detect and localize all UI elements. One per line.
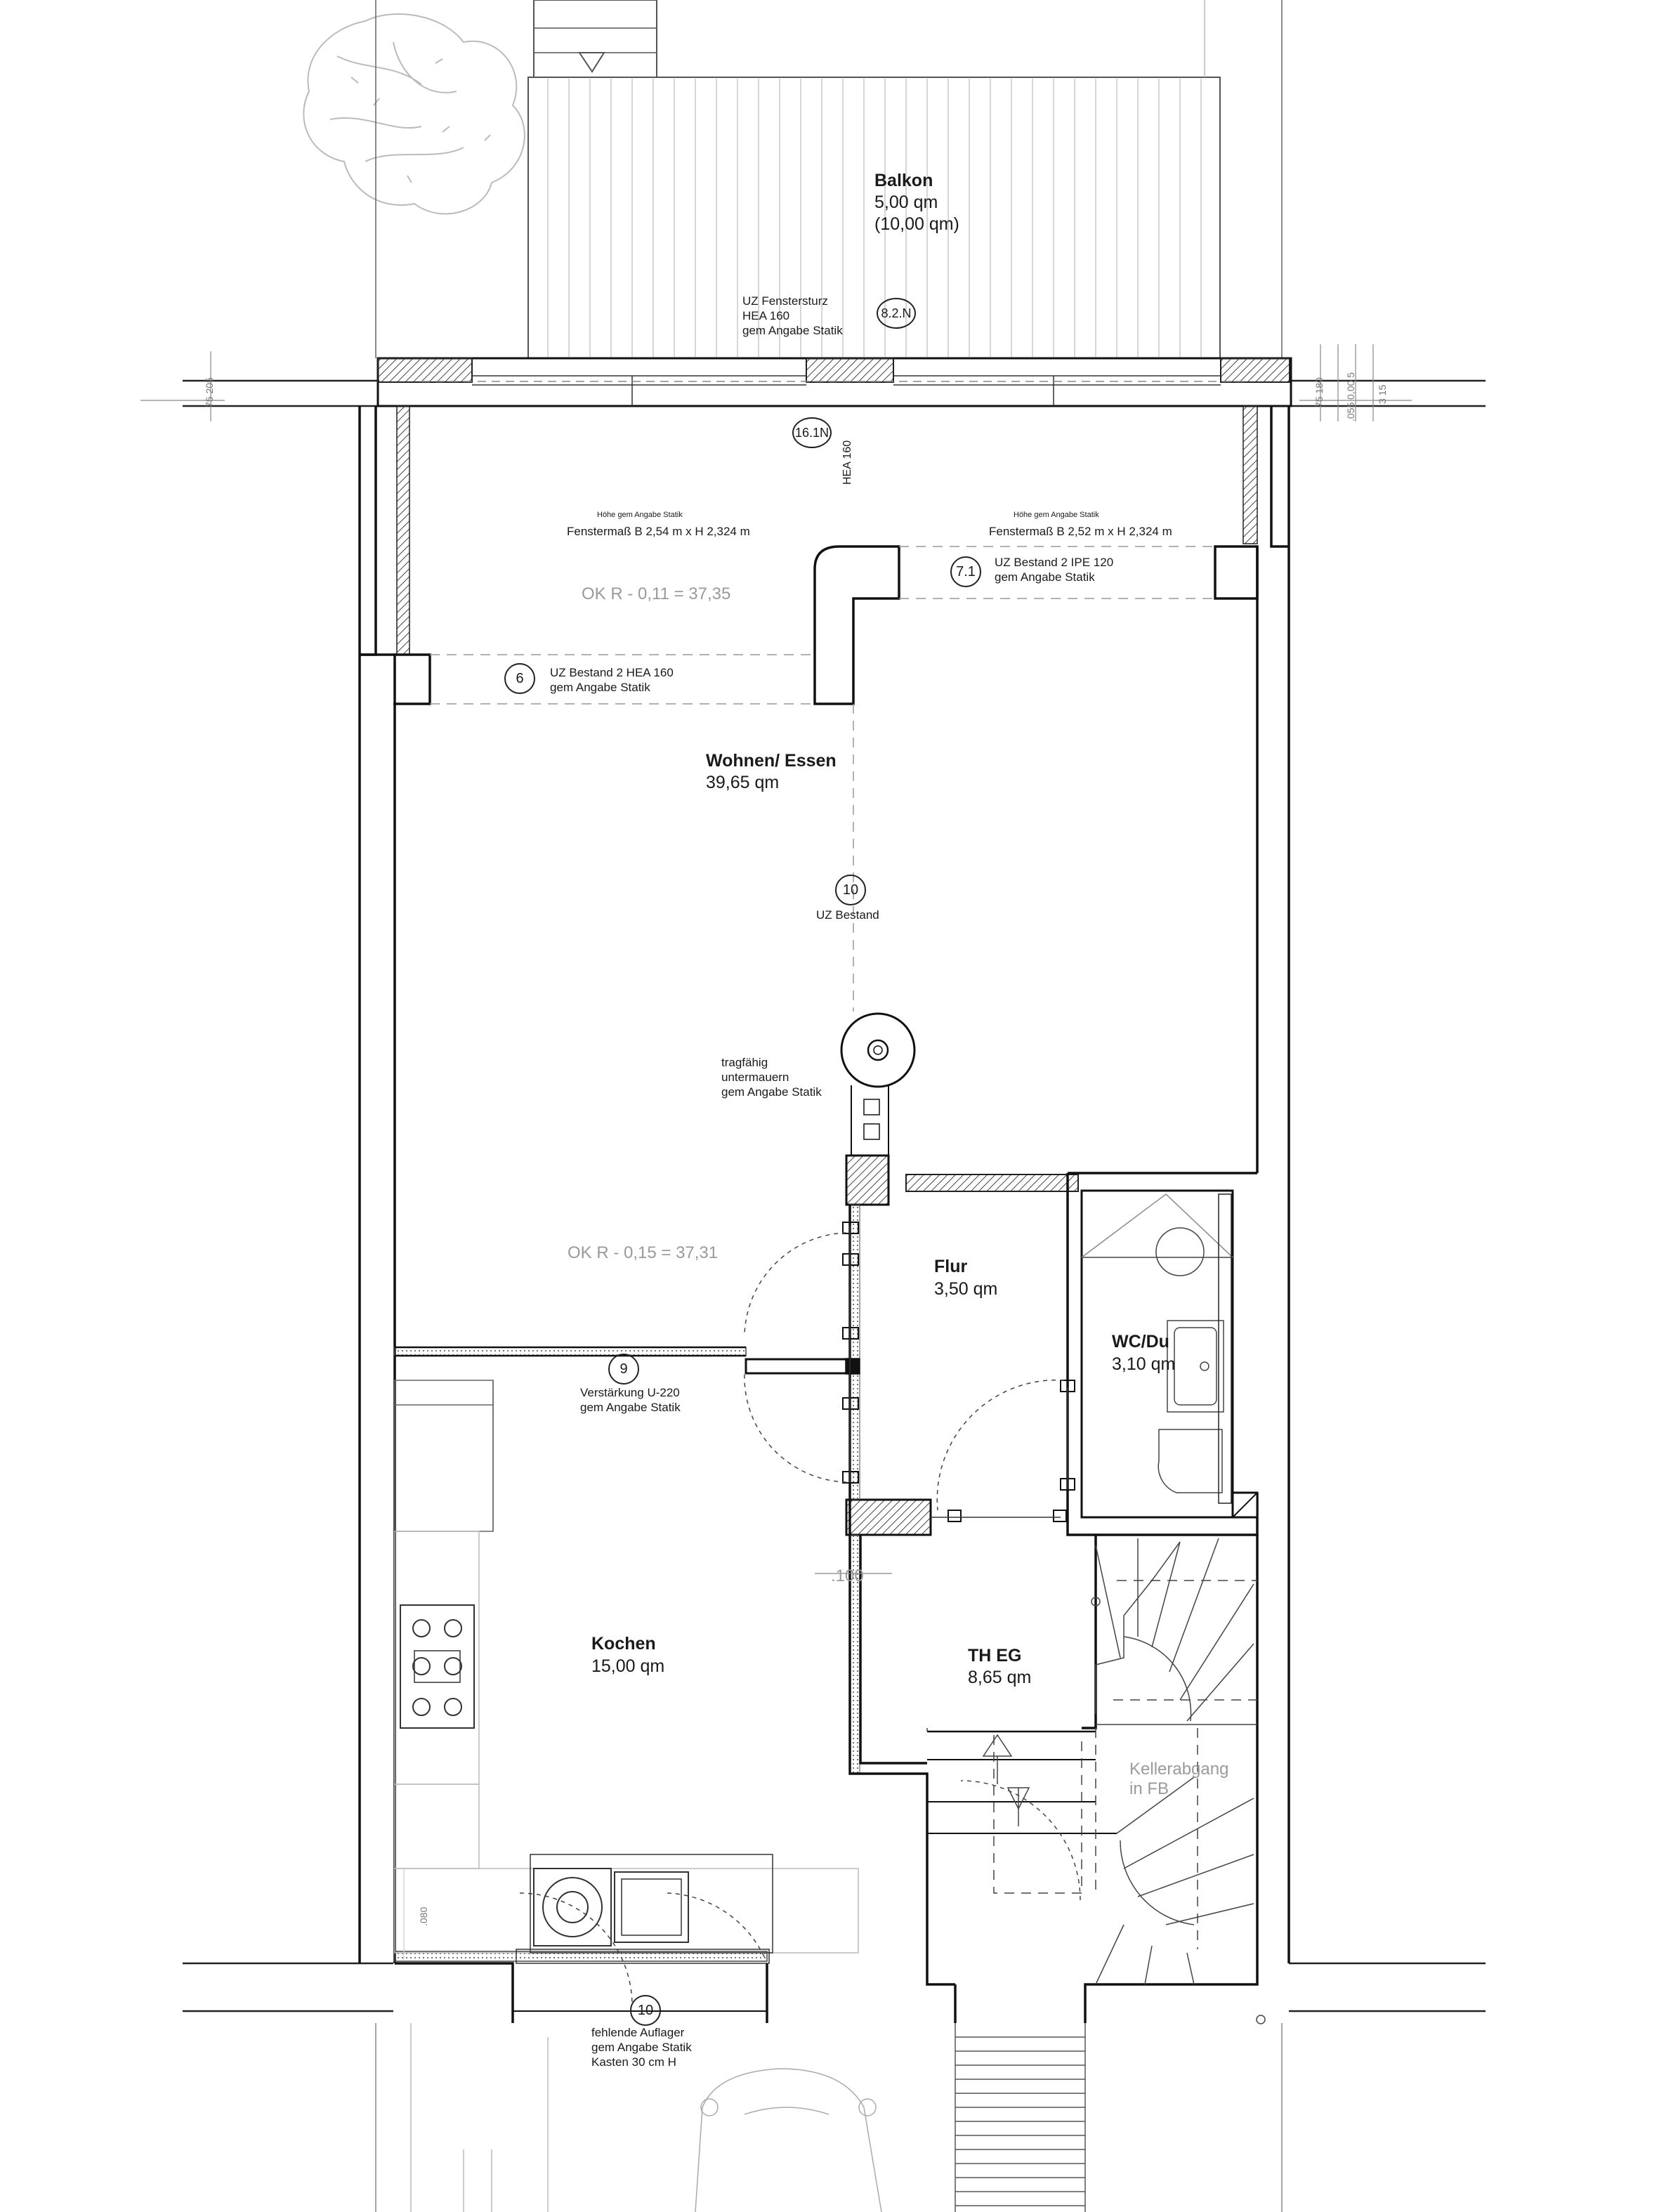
marker-10-b: 10 <box>630 1995 661 2026</box>
kitchen-fixtures <box>394 1380 859 1964</box>
wc-fixtures <box>1081 1193 1259 1519</box>
room-name-wc: WC/Du <box>1112 1332 1169 1352</box>
room-area-wc: 3,10 qm <box>1112 1354 1176 1374</box>
note-hoehe-left: Höhe gem Angabe Statik <box>597 511 683 519</box>
note-fehlende-auflager: fehlende Auflager gem Angabe Statik Kast… <box>591 2026 692 2069</box>
marker-7-1: 7.1 <box>950 556 981 587</box>
marker-16-1n: 16.1N <box>792 417 832 448</box>
note-verstaerkung: Verstärkung U-220 gem Angabe Statik <box>580 1386 681 1414</box>
room-name-wohnen: Wohnen/ Essen <box>706 751 837 771</box>
level-kellerabgang: Kellerabgang in FB <box>1129 1760 1229 1798</box>
dim-left: 75 205 <box>204 377 215 407</box>
level-100: .100 <box>831 1566 864 1585</box>
note-uz-ipe120: UZ Bestand 2 IPE 120 gem Angabe Statik <box>995 556 1114 584</box>
note-uz-hea160: UZ Bestand 2 HEA 160 gem Angabe Statik <box>550 666 674 694</box>
note-fenstersturz: UZ Fenstersturz HEA 160 gem Angabe Stati… <box>742 294 843 337</box>
room-area-kochen: 15,00 qm <box>591 1656 665 1676</box>
dim-right-1: 75 180 <box>1313 377 1325 407</box>
column-symbol <box>840 1012 916 1156</box>
note-tragfaehig: tragfähig untermauern gem Angabe Statik <box>721 1056 822 1099</box>
marker-6: 6 <box>504 663 535 694</box>
note-fenster-right: Fenstermaß B 2,52 m x H 2,324 m <box>989 525 1172 538</box>
site-lines <box>183 0 1486 2013</box>
note-fenster-left: Fenstermaß B 2,54 m x H 2,324 m <box>567 525 750 538</box>
room-name-flur: Flur <box>934 1257 968 1276</box>
level-080: .080 <box>418 1906 429 1926</box>
note-uz-bestand: UZ Bestand <box>816 908 879 922</box>
staircase <box>926 1538 1266 2024</box>
dim-right-2: .055 0,00 5 <box>1345 372 1356 421</box>
central-pier <box>393 545 1259 1012</box>
entrance-area <box>375 2023 1283 2212</box>
room-name-balkon: Balkon <box>874 171 933 190</box>
door-frames <box>842 1222 1075 1522</box>
facade-windows <box>421 375 1250 406</box>
dimension-lines <box>140 344 1412 1960</box>
room-area-flur: 3,50 qm <box>934 1279 998 1299</box>
marker-10-a: 10 <box>835 875 866 905</box>
level-okr-top: OK R - 0,11 = 37,35 <box>582 584 731 603</box>
wall-hatching <box>377 358 1290 1962</box>
note-hoehe-right: Höhe gem Angabe Statik <box>1014 511 1099 519</box>
room-area-th: 8,65 qm <box>968 1668 1032 1687</box>
level-okr-bottom: OK R - 0,15 = 37,31 <box>568 1243 719 1262</box>
marker-9: 9 <box>608 1354 639 1385</box>
note-hea160-vertical: HEA 160 <box>841 440 853 485</box>
room-area-balkon: 5,00 qm <box>874 192 938 212</box>
tree-symbol <box>303 13 525 215</box>
marker-8-2-n: 8.2.N <box>877 298 916 329</box>
room-name-th: TH EG <box>968 1646 1022 1665</box>
dim-right-3: 3 15 <box>1377 384 1388 404</box>
door-swings <box>519 1232 1081 2006</box>
room-area-wohnen: 39,65 qm <box>706 773 780 792</box>
balcony-deck <box>527 0 1221 359</box>
room-name-kochen: Kochen <box>591 1634 656 1654</box>
room-area-balkon-alt: (10,00 qm) <box>874 214 959 234</box>
